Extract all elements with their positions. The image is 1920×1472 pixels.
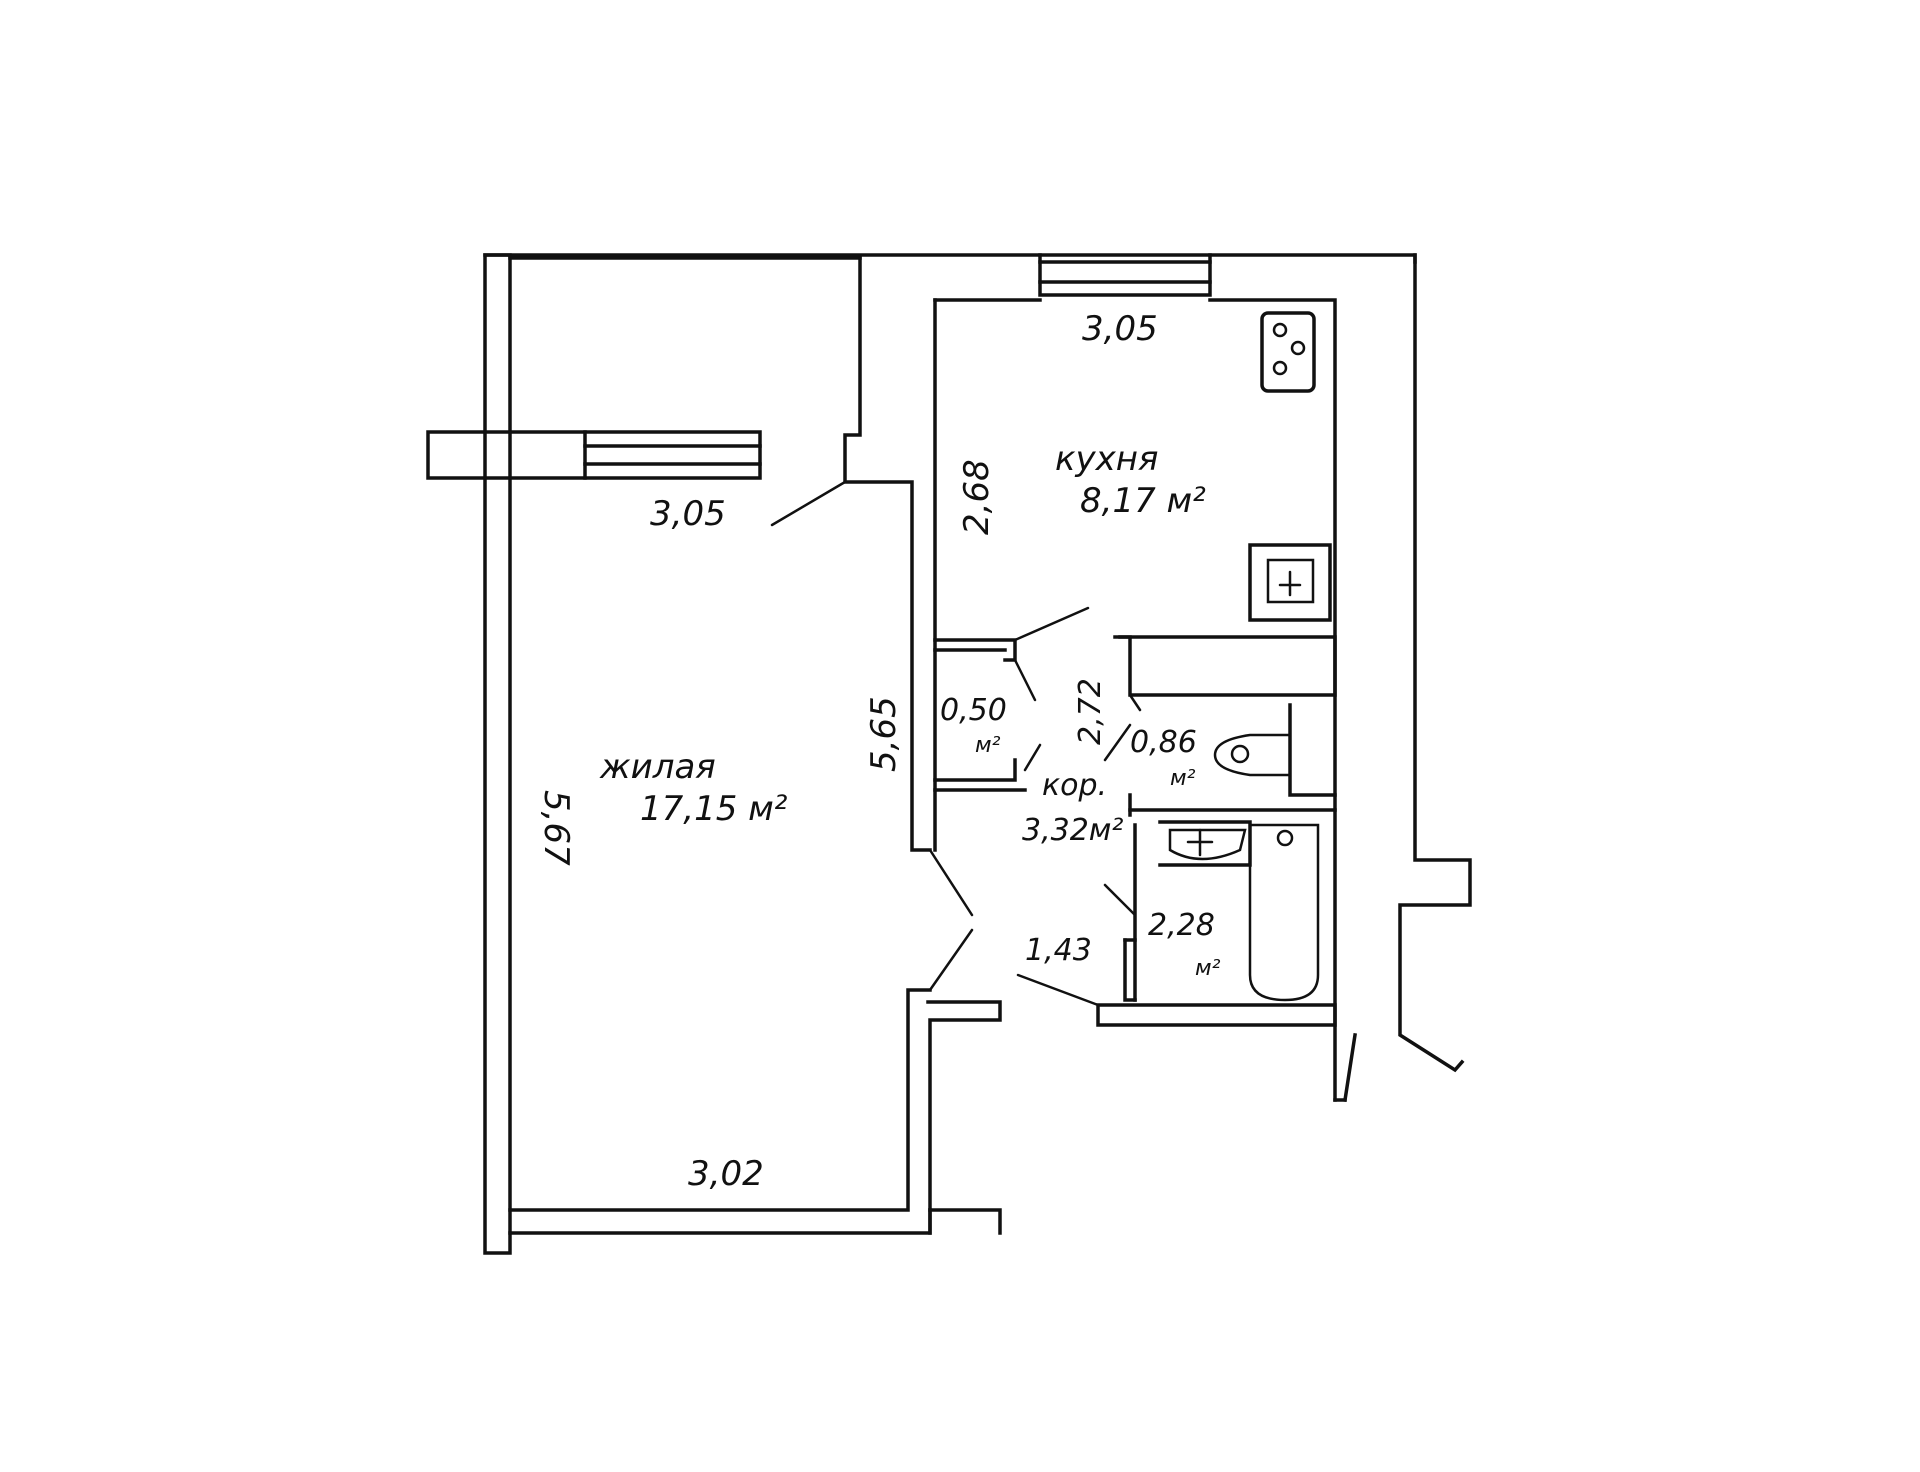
bathroom-unit: м² — [1195, 956, 1221, 981]
dim-kitchen-top: 3,05 — [1082, 309, 1158, 349]
toilet-icon — [1213, 733, 1292, 777]
dim-corridor-height: 2,72 — [1073, 678, 1108, 745]
room-labels: жилая 17,15 м² кухня 8,17 м² 0,50 м² кор… — [599, 439, 1221, 981]
kitchen-name: кухня — [1055, 439, 1158, 479]
corridor-name: кор. — [1042, 768, 1107, 803]
closet-unit: м² — [975, 733, 1001, 758]
dim-corridor-width: 1,43 — [1025, 933, 1092, 968]
kitchen-area: 8,17 м² — [1080, 481, 1206, 521]
toilet-area: 0,86 — [1130, 725, 1197, 760]
dim-living-left: 5,67 — [536, 790, 576, 866]
bathroom-area: 2,28 — [1148, 908, 1215, 943]
dim-living-top: 3,05 — [650, 494, 726, 534]
corridor-area: 3,32м² — [1022, 813, 1123, 848]
living-room-walls — [426, 253, 1417, 1255]
living-room-name: жилая — [599, 747, 716, 787]
kitchen-sink-icon — [1248, 543, 1332, 622]
closet-area: 0,50 — [940, 693, 1007, 728]
stove-icon — [1260, 311, 1316, 393]
washbasin-icon — [1168, 828, 1247, 861]
dim-living-bottom: 3,02 — [688, 1154, 764, 1194]
living-room-area: 17,15 м² — [640, 789, 788, 829]
bathtub-icon — [1248, 823, 1320, 1002]
dim-kitchen-left: 2,68 — [957, 459, 997, 535]
dimension-labels: 3,05 3,02 5,67 5,65 3,05 2,68 2,72 1,43 — [536, 309, 1158, 1194]
toilet-unit: м² — [1170, 766, 1196, 791]
kitchen-walls — [933, 253, 1472, 1102]
dim-living-right: 5,65 — [864, 696, 904, 772]
